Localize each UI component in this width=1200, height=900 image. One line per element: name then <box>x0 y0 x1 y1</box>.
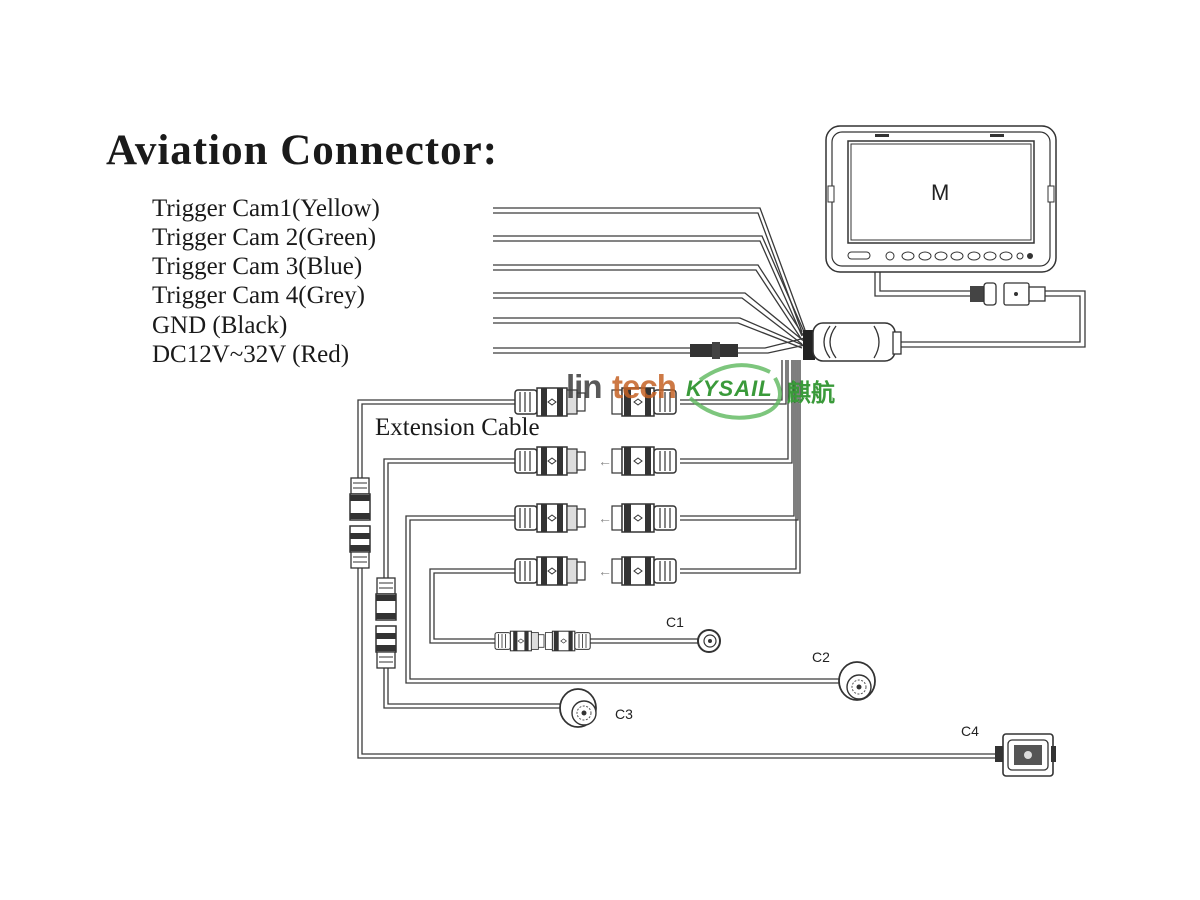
wire-trigger-cam4 <box>493 292 806 343</box>
extension-connector-row-2: ← <box>514 446 677 476</box>
c3-connector <box>375 577 397 669</box>
wire-label-trigger-cam2: Trigger Cam 2(Green) <box>152 224 377 251</box>
wire-trigger-cam2 <box>493 235 806 335</box>
camera-c4 <box>995 733 1056 777</box>
extension-connector-row-3: ← <box>514 503 677 533</box>
wire-label-trigger-cam4: Trigger Cam 4(Grey) <box>152 282 365 309</box>
extension-cable-label: Extension Cable <box>375 414 540 441</box>
camera-label-c2: C2 <box>812 649 830 665</box>
splitter-box <box>803 322 902 362</box>
c1-connector <box>494 630 591 652</box>
camera-c2 <box>838 661 876 701</box>
monitor <box>825 125 1057 273</box>
camera-c3 <box>559 688 597 728</box>
svg-text:←: ← <box>598 453 612 469</box>
svg-text:←: ← <box>598 563 612 579</box>
watermark-kysail: KYSAIL <box>686 376 773 401</box>
power-connector <box>690 342 738 359</box>
camera-c1 <box>697 629 721 653</box>
watermark-chinese: 麒航 <box>787 380 835 407</box>
extension-connector-row-4: ← <box>514 556 677 586</box>
svg-text:←: ← <box>598 510 612 526</box>
watermark-tech: tech <box>612 368 677 405</box>
wire-trigger-cam1 <box>493 207 806 331</box>
camera-label-c4: C4 <box>961 723 979 739</box>
diagram-title: Aviation Connector: <box>106 127 499 174</box>
monitor-label: M <box>931 180 950 205</box>
wire-gnd <box>493 317 806 347</box>
wire-label-gnd: GND (Black) <box>152 312 288 339</box>
wire-trigger-cam3 <box>493 264 806 339</box>
wire-label-trigger-cam3: Trigger Cam 3(Blue) <box>152 253 363 280</box>
monitor-connector <box>970 282 1046 306</box>
c4-connector <box>349 477 371 569</box>
wire-label-trigger-cam1: Trigger Cam1(Yellow) <box>152 195 380 222</box>
watermark-swoosh <box>688 377 782 420</box>
camera-label-c1: C1 <box>666 614 684 630</box>
wire-label-power: DC12V~32V (Red) <box>152 341 350 368</box>
camera-label-c3: C3 <box>615 706 633 722</box>
watermark-lin: lin <box>566 368 602 405</box>
